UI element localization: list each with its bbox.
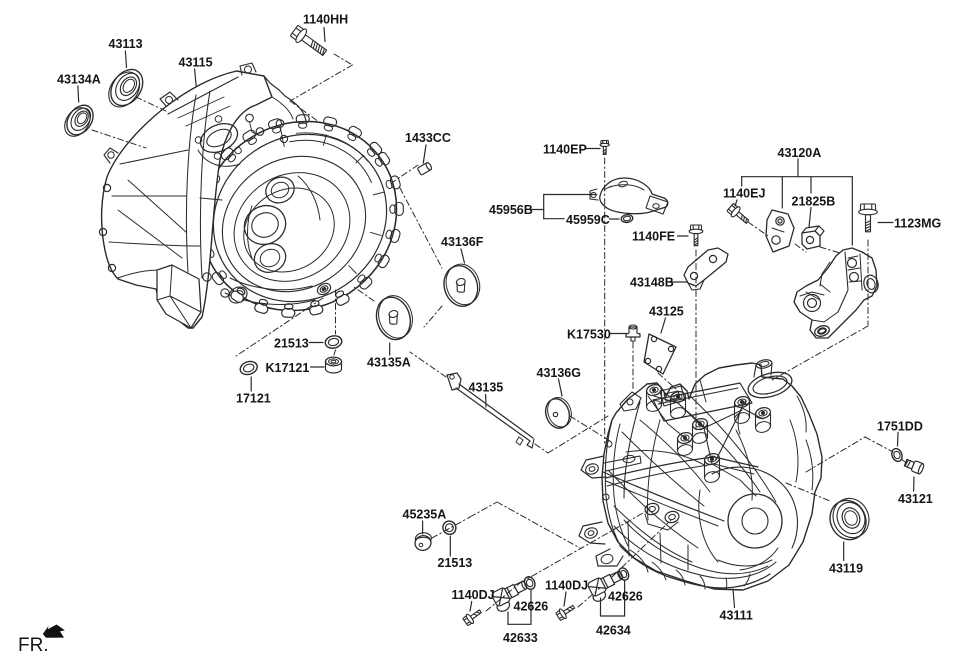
svg-text:43136F: 43136F: [441, 235, 484, 249]
svg-text:42633: 42633: [503, 631, 538, 645]
svg-text:1433CC: 1433CC: [405, 131, 451, 145]
svg-text:45956B: 45956B: [489, 203, 533, 217]
svg-text:45959C: 45959C: [566, 213, 610, 227]
svg-text:K17121: K17121: [266, 361, 310, 375]
svg-text:21513: 21513: [274, 337, 309, 351]
svg-text:43136G: 43136G: [537, 366, 581, 380]
svg-text:43125: 43125: [649, 305, 684, 319]
svg-text:1140DJ: 1140DJ: [452, 588, 495, 602]
svg-text:43115: 43115: [179, 56, 213, 70]
svg-text:43113: 43113: [109, 37, 143, 51]
svg-text:42634: 42634: [596, 624, 631, 638]
svg-text:1751DD: 1751DD: [877, 420, 923, 434]
svg-text:1140EP: 1140EP: [543, 143, 587, 157]
svg-text:43120A: 43120A: [778, 146, 822, 160]
svg-text:43148B: 43148B: [630, 276, 674, 290]
svg-text:21513: 21513: [438, 556, 473, 570]
svg-text:17121: 17121: [236, 392, 271, 406]
svg-text:1140DJ: 1140DJ: [545, 579, 588, 593]
svg-text:43135: 43135: [469, 381, 504, 395]
svg-text:1123MG: 1123MG: [894, 217, 941, 231]
svg-text:43121: 43121: [898, 492, 933, 506]
svg-text:42626: 42626: [608, 590, 643, 604]
svg-text:1140EJ: 1140EJ: [723, 187, 765, 201]
svg-text:21825B: 21825B: [792, 195, 836, 209]
svg-text:43135A: 43135A: [367, 356, 411, 370]
svg-text:1140FE: 1140FE: [632, 230, 675, 244]
svg-text:1140HH: 1140HH: [303, 13, 348, 27]
svg-text:43111: 43111: [720, 609, 753, 623]
svg-text:K17530: K17530: [567, 328, 611, 342]
svg-text:FR.: FR.: [18, 635, 49, 656]
svg-text:43134A: 43134A: [57, 73, 101, 87]
svg-text:45235A: 45235A: [403, 508, 447, 522]
svg-text:43119: 43119: [829, 562, 863, 576]
svg-text:42626: 42626: [514, 600, 549, 614]
